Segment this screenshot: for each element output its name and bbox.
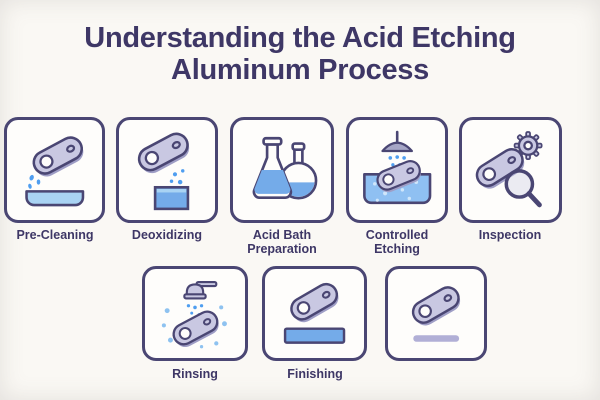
part-drip-bath-icon [133, 128, 195, 211]
title-line-2: Aluminum Process [171, 54, 429, 87]
magnifier-icon [504, 169, 542, 208]
part-on-plate-icon [283, 278, 346, 344]
step-label-finishing: Finishing [287, 367, 343, 381]
page-title: Understanding the Acid Etching Aluminum … [0, 22, 600, 87]
step-label-controlled-etching: Controlled Etching [365, 228, 429, 257]
step-label-deoxidizing: Deoxidizing [131, 228, 203, 242]
step-card-controlled-etching [346, 117, 448, 223]
step-label-rinsing: Rinsing [172, 367, 218, 381]
step-card-pre-cleaning [4, 117, 105, 223]
faucet-spray-icon [161, 280, 227, 352]
step-card-deoxidizing [116, 117, 218, 223]
step-label-acid-bath-preparation: Acid Bath Preparation [247, 228, 317, 257]
step-card-rinsing [142, 266, 248, 361]
step-label-pre-cleaning: Pre-Cleaning [16, 228, 94, 242]
acid-flasks-icon [252, 136, 318, 200]
step-card-finishing [262, 266, 367, 361]
title-line-1: Understanding the Acid Etching [84, 22, 516, 54]
finished-part-icon [407, 281, 466, 342]
part-drip-tray-icon [25, 132, 89, 207]
shower-etch-tank-icon [362, 130, 432, 205]
step-label-inspection: Inspection [478, 228, 542, 242]
step-card-acid-bath-preparation [230, 117, 334, 223]
step-card-inspection [459, 117, 562, 223]
magnifier-gear-icon [471, 131, 543, 208]
step-card-final-part [385, 266, 487, 361]
